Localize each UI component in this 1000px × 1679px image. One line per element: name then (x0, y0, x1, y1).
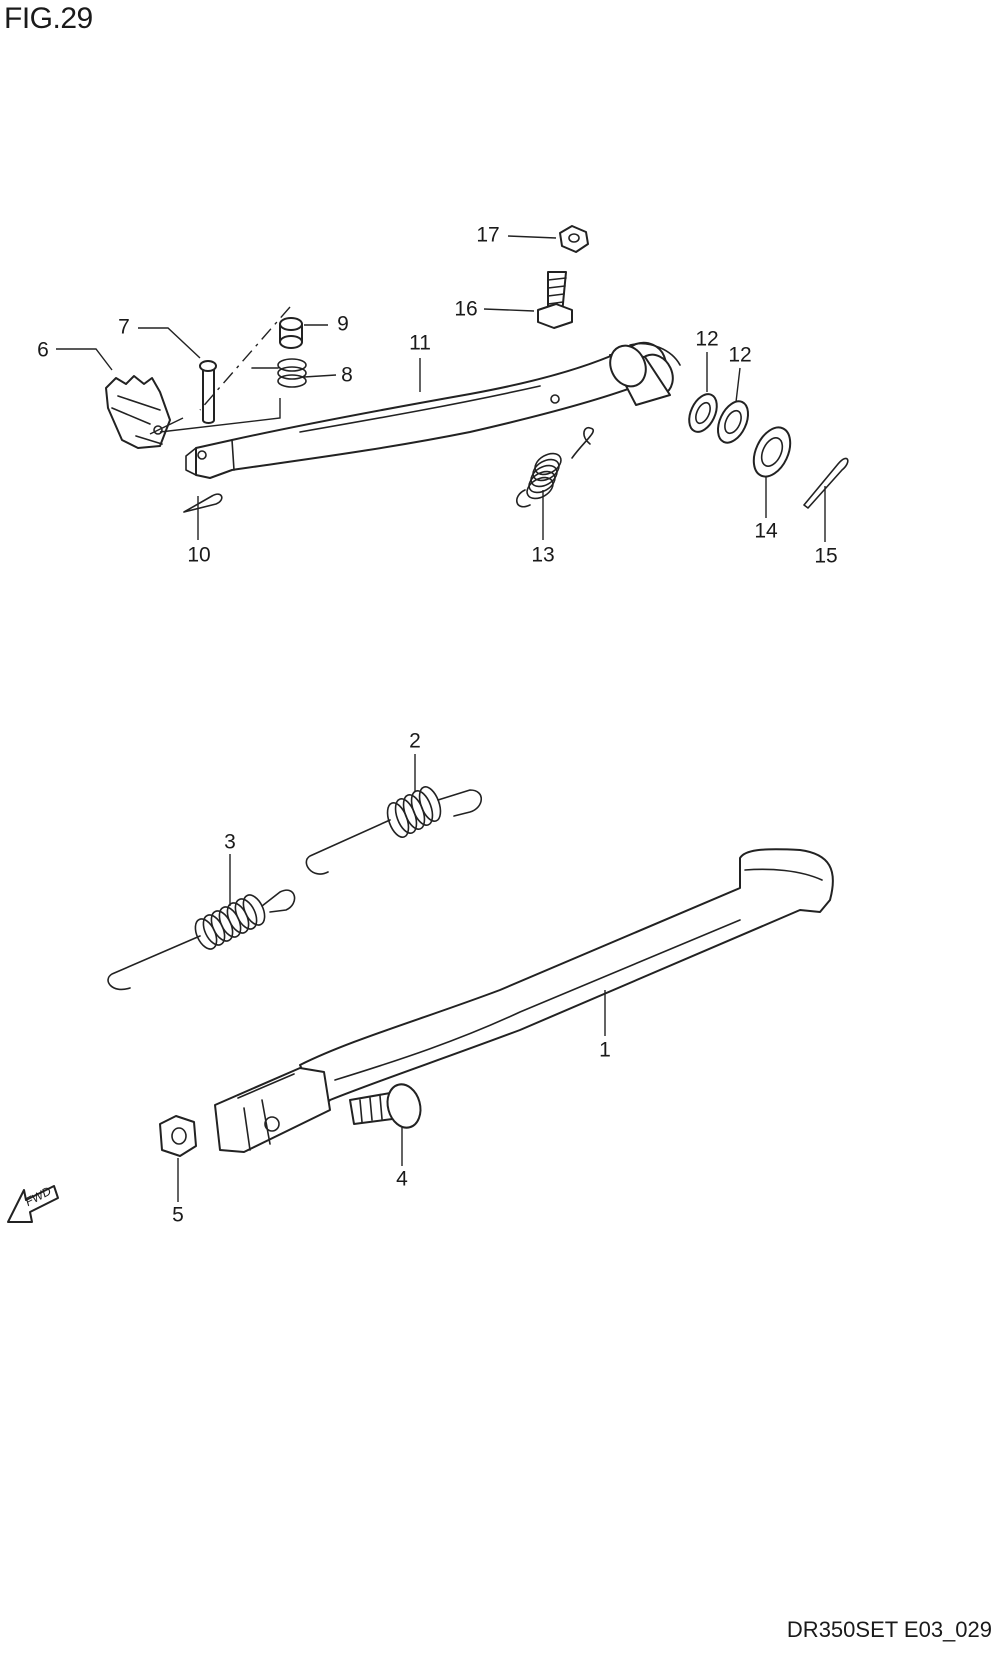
pivot-nut (159, 1115, 197, 1157)
callout-10: 10 (187, 544, 210, 567)
callout-7: 7 (118, 316, 130, 339)
small-spring (251, 358, 307, 388)
stand-spring-lower (107, 889, 296, 991)
document-code: DR350SET E03_029 (786, 1617, 992, 1642)
callout-12-first: 12 (695, 328, 718, 351)
callout-9: 9 (337, 313, 349, 336)
washer-2 (716, 400, 750, 444)
cotter-pin-small (183, 493, 223, 513)
clevis-pin (199, 360, 217, 424)
callout-8: 8 (341, 364, 353, 387)
pivot-bolt (349, 1083, 422, 1129)
brake-pedal-arm (185, 341, 681, 479)
washer-1 (688, 393, 718, 433)
side-stand (214, 848, 834, 1153)
callout-11: 11 (409, 332, 431, 355)
stand-spring-upper (305, 786, 483, 875)
callout-12-second: 12 (728, 344, 751, 367)
callout-1: 1 (599, 1039, 611, 1062)
callout-14: 14 (754, 520, 778, 543)
cotter-pin-large (803, 457, 849, 509)
callout-16: 16 (454, 298, 477, 321)
fwd-arrow-icon: FWD (7, 1184, 59, 1223)
adjuster-nut (559, 225, 589, 253)
pedal-tip (105, 375, 171, 449)
callout-3: 3 (224, 831, 236, 854)
return-spring (516, 426, 595, 508)
figure-title: FIG.29 (4, 2, 93, 35)
adjuster-bolt (537, 271, 573, 329)
callout-2: 2 (409, 730, 421, 753)
callout-17: 17 (476, 224, 499, 247)
collar (279, 317, 303, 349)
callout-13: 13 (531, 544, 554, 567)
callout-5: 5 (172, 1204, 184, 1227)
callout-15: 15 (814, 545, 837, 568)
leader-lines (56, 235, 826, 1202)
washer-large (752, 426, 792, 478)
callout-4: 4 (396, 1168, 408, 1191)
callout-6: 6 (37, 339, 49, 362)
